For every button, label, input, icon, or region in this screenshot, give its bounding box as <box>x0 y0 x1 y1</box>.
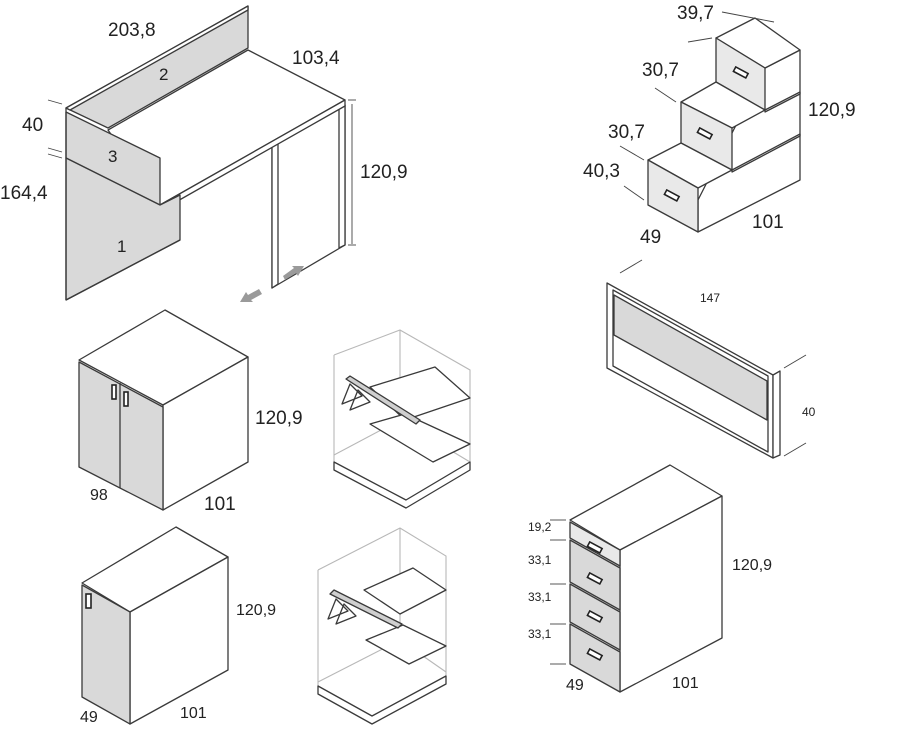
cabinet-double-handle-right-icon <box>123 391 129 407</box>
panel-inset <box>613 294 768 421</box>
cabinet-double-handle-left-icon <box>111 384 117 400</box>
cabinet-single-front <box>81 584 131 725</box>
drawer-unit-height-label: 120,9 <box>732 557 772 574</box>
interior-2-shelf-top <box>363 567 447 615</box>
desk-depth-label: 103,4 <box>292 48 340 69</box>
stairs-width-dim: 49 <box>640 227 661 248</box>
desk-side-height-label: 164,4 <box>0 183 48 204</box>
desk-part-1-number: 1 <box>117 237 126 256</box>
drawer-unit-width-label: 49 <box>566 677 584 694</box>
drawer-3-dim: 33,1 <box>528 590 552 604</box>
desk-leg-back-edge <box>338 104 346 249</box>
desk-part-3-number: 3 <box>108 147 117 166</box>
drawer-unit-depth-label: 101 <box>672 675 699 692</box>
drawer-1-dim: 19,2 <box>528 520 552 534</box>
interior-2-base <box>317 675 447 725</box>
stairs-step2-edge <box>764 91 801 113</box>
drawer-unit-drawing: 19,2 33,1 33,1 33,1 120,9 49 101 <box>528 464 772 694</box>
cabinet-double-drawing: 120,9 98 101 <box>78 309 303 515</box>
interior-1-base <box>333 461 471 509</box>
desk-top-height-label: 40 <box>22 115 43 136</box>
slide-arrow-left-icon <box>240 289 262 302</box>
desk-height-label: 120,9 <box>360 162 408 183</box>
drawer-4-dim: 33,1 <box>528 627 552 641</box>
hanger-icon <box>341 383 371 411</box>
drawer-4-handle-icon <box>586 647 604 662</box>
stairs-step3-dim: 30,7 <box>608 122 645 143</box>
stairs-step3-edge <box>731 133 801 173</box>
stairs-step2-dim: 30,7 <box>642 60 679 81</box>
interior-1-drawing <box>333 329 471 509</box>
stairs-step1-dim: 39,7 <box>677 3 714 24</box>
desk-leg-right-edge <box>271 141 279 289</box>
drawer-2-handle-icon <box>586 571 604 586</box>
desk-back-panel-top <box>65 5 249 111</box>
interior-1-shelf-top <box>369 366 471 421</box>
interior-1-shelf-bottom <box>369 413 471 463</box>
stairs-step4-dim: 40,3 <box>583 161 620 182</box>
stairs-height-dim: 120,9 <box>808 100 856 121</box>
stairs-handle-1-icon <box>732 65 750 80</box>
panel-height-label: 40 <box>802 405 816 419</box>
interior-2-rail <box>329 589 403 629</box>
panel-width-label: 147 <box>700 291 720 305</box>
cabinet-single-drawing: 120,9 49 101 <box>80 526 276 726</box>
cabinet-single-height-label: 120,9 <box>236 602 276 619</box>
desk-width-label: 203,8 <box>108 20 156 41</box>
panel-drawing: 147 40 <box>606 259 816 459</box>
cabinet-double-height-label: 120,9 <box>255 408 303 429</box>
interior-1-rail <box>345 375 421 425</box>
stairs-length-dim: 101 <box>752 212 784 233</box>
cabinet-double-front <box>78 361 164 511</box>
interior-2-drawing <box>317 527 447 725</box>
stairs-handle-2-icon <box>696 126 714 141</box>
drawer-1-handle-icon <box>586 540 604 555</box>
cabinet-single-depth-label: 101 <box>180 705 207 722</box>
panel-edge <box>772 370 781 459</box>
cabinet-double-depth-label: 101 <box>204 494 236 515</box>
cabinet-single-handle-icon <box>85 593 92 609</box>
drawer-2-dim: 33,1 <box>528 553 552 567</box>
desk-drawing: 203,8 103,4 120,9 40 164,4 2 3 1 <box>0 5 408 302</box>
drawer-3-handle-icon <box>586 609 604 624</box>
desk-part-2-number: 2 <box>159 65 168 84</box>
interior-2-shelf-bottom <box>365 624 447 665</box>
cabinet-double-width-label: 98 <box>90 487 108 504</box>
stairs-drawing: 39,7 30,7 30,7 40,3 120,9 49 101 <box>583 3 856 248</box>
hanger-icon <box>327 598 357 625</box>
slide-arrow-right-icon <box>283 266 304 280</box>
stairs-handle-3-icon <box>663 188 681 203</box>
cabinet-single-width-label: 49 <box>80 709 98 726</box>
